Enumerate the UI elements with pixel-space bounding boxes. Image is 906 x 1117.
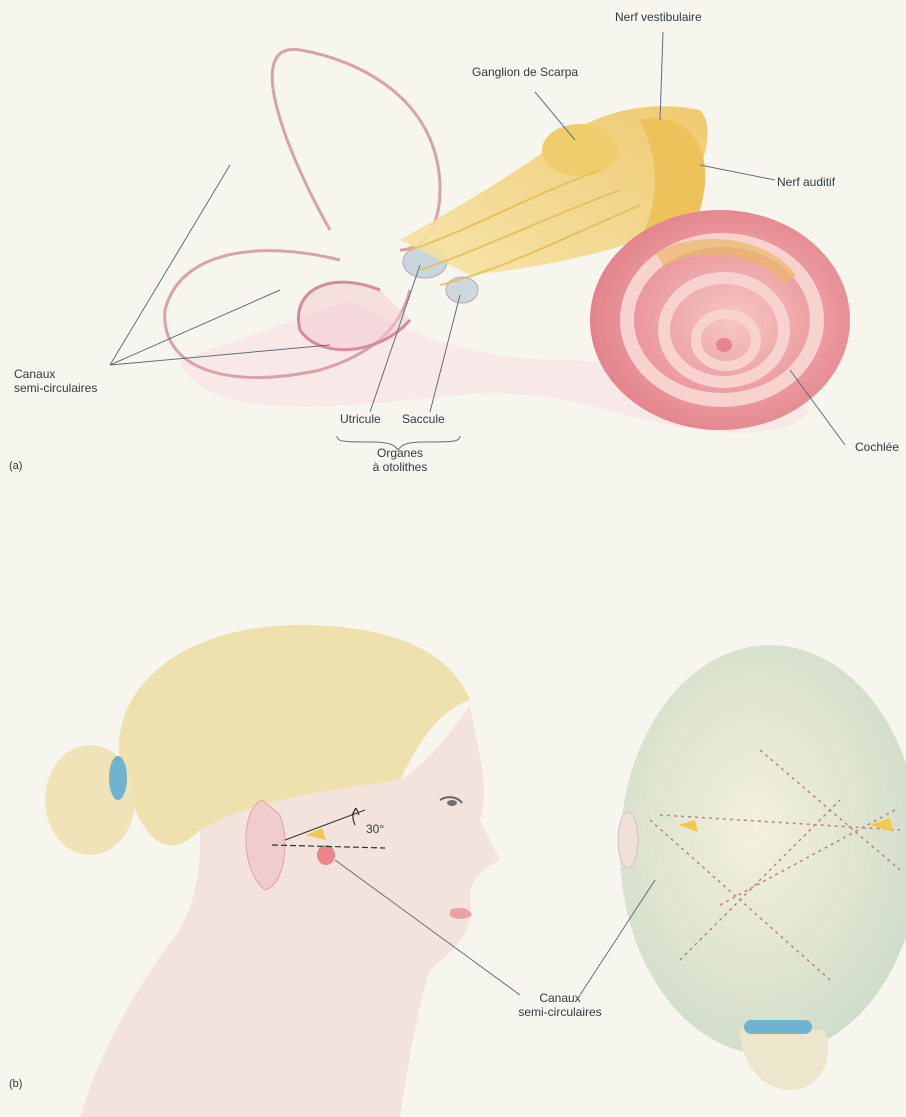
label-cochlea: Cochlée	[855, 440, 899, 454]
hair-tie-side	[109, 756, 127, 800]
top-ponytail	[740, 1030, 828, 1090]
label-canaux-a-line1: Canaux	[14, 367, 55, 381]
top-head	[620, 645, 906, 1055]
top-head-ear-left	[618, 812, 638, 868]
anterior-canal	[272, 49, 440, 250]
panel-b-drawing	[45, 625, 906, 1117]
label-canaux-b-line2: semi-circulaires	[500, 1005, 620, 1019]
label-ganglion-scarpa: Ganglion de Scarpa	[472, 65, 578, 79]
label-angle: 30°	[366, 822, 384, 836]
label-organes-line2: à otolithes	[350, 460, 450, 474]
label-utricule: Utricule	[340, 412, 381, 426]
label-canaux-b-line1: Canaux	[500, 991, 620, 1005]
saccule-shape	[446, 277, 478, 303]
label-nerf-auditif: Nerf auditif	[777, 175, 835, 189]
panel-b-tag: (b)	[9, 1077, 22, 1091]
label-canaux-a-line2: semi-circulaires	[14, 381, 97, 395]
label-organes-line1: Organes	[350, 446, 450, 460]
ganglion-scarpa-shape	[542, 124, 618, 176]
label-saccule: Saccule	[402, 412, 445, 426]
hair-tie-top	[744, 1020, 812, 1034]
panel-a-tag: (a)	[9, 459, 22, 473]
label-nerf-vestibulaire: Nerf vestibulaire	[615, 10, 702, 24]
panel-a-drawing	[110, 32, 850, 450]
